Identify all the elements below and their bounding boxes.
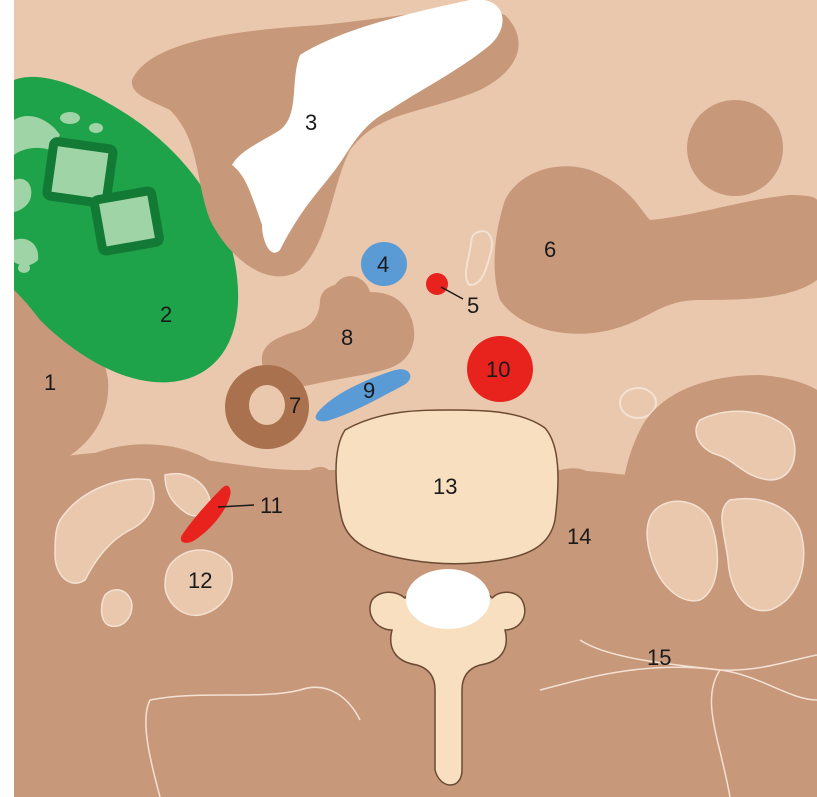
label-11: 11 bbox=[260, 493, 283, 518]
label-13: 13 bbox=[433, 474, 457, 499]
structure-2-spot-c bbox=[18, 263, 30, 273]
label-8: 8 bbox=[341, 325, 353, 350]
label-14: 14 bbox=[567, 524, 591, 549]
label-2: 2 bbox=[160, 302, 172, 327]
label-9: 9 bbox=[363, 378, 375, 403]
label-10: 10 bbox=[486, 357, 510, 382]
structure-2-block-b bbox=[94, 190, 160, 251]
structure-7-lumen bbox=[249, 385, 285, 425]
structure-5 bbox=[426, 273, 448, 295]
structure-round-upper-right bbox=[687, 100, 783, 196]
spinal-canal bbox=[406, 569, 490, 629]
label-3: 3 bbox=[305, 110, 317, 135]
label-12: 12 bbox=[188, 568, 212, 593]
label-7: 7 bbox=[289, 393, 301, 418]
structure-2-spot-a bbox=[60, 112, 80, 124]
structure-2-spot-b bbox=[89, 123, 103, 133]
label-1: 1 bbox=[44, 370, 56, 395]
label-5: 5 bbox=[467, 293, 479, 318]
label-6: 6 bbox=[544, 237, 556, 262]
label-15: 15 bbox=[647, 645, 671, 670]
label-4: 4 bbox=[377, 252, 389, 277]
